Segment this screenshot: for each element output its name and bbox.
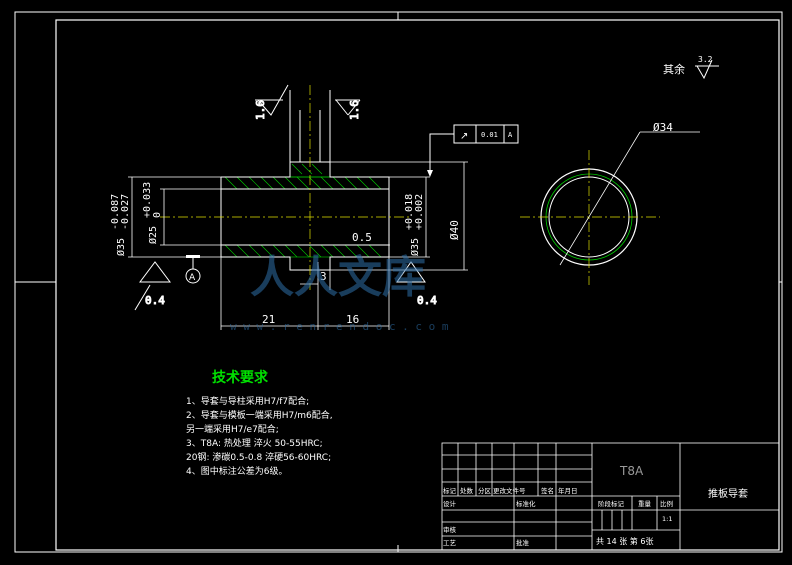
svg-text:另一端采用H7/e7配合;: 另一端采用H7/e7配合;: [186, 423, 279, 435]
svg-text:w w w . r e n r e n d o c . c: w w w . r e n r e n d o c . c o m: [230, 320, 449, 333]
svg-text:技术要求: 技术要求: [212, 369, 269, 386]
svg-text:↗: ↗: [460, 131, 468, 142]
svg-text:年月日: 年月日: [558, 486, 578, 495]
geometric-tolerance-frame: ↗ 0.01 A: [427, 124, 519, 177]
svg-text:签名: 签名: [541, 486, 554, 495]
roughness-symbol-top-right: 1.6: [335, 99, 362, 121]
svg-text:阶段标记: 阶段标记: [598, 499, 625, 508]
svg-text:20钢: 渗碳0.5-0.8 淬硬56-60HRC;: 20钢: 渗碳0.5-0.8 淬硬56-60HRC;: [186, 451, 331, 463]
svg-text:Ø25: Ø25: [147, 226, 159, 244]
datum-a-marker: A: [185, 255, 201, 284]
svg-text:T8A: T8A: [619, 464, 644, 478]
svg-text:16: 16: [346, 313, 359, 326]
roughness-symbol-right-base: 0.4: [396, 261, 438, 308]
svg-text:A: A: [508, 131, 513, 139]
svg-text:3、T8A: 热处理 淬火 50-55HRC;: 3、T8A: 热处理 淬火 50-55HRC;: [186, 437, 323, 449]
end-view: [520, 131, 700, 285]
svg-text:+0.002: +0.002: [414, 194, 425, 230]
svg-text:1.6: 1.6: [254, 100, 267, 120]
svg-text:0.4: 0.4: [417, 294, 437, 307]
svg-text:重量: 重量: [638, 500, 652, 508]
svg-text:批准: 批准: [516, 538, 530, 547]
svg-text:0.5: 0.5: [352, 231, 372, 244]
svg-text:处数: 处数: [460, 486, 474, 495]
svg-text:3.2: 3.2: [698, 55, 713, 64]
svg-text:-0.027: -0.027: [120, 194, 131, 230]
svg-text:2、导套与模板一端采用H7/m6配合,: 2、导套与模板一端采用H7/m6配合,: [186, 409, 333, 421]
svg-text:设计: 设计: [443, 499, 457, 508]
svg-text:Ø40: Ø40: [448, 220, 461, 240]
svg-text:+0.033: +0.033: [142, 182, 153, 218]
svg-text:0: 0: [152, 212, 163, 218]
svg-text:标准化: 标准化: [516, 499, 536, 508]
svg-text:推板导套: 推板导套: [708, 487, 748, 500]
technical-requirements: 技术要求 1、导套与导柱采用H7/f7配合; 2、导套与模板一端采用H7/m6配…: [186, 369, 333, 477]
title-block-texts: T8A 推板导套 标记 处数 分区 更改文件号 签名 年月日 设计 标准化 审核…: [443, 464, 748, 547]
sheet-border: [14, 11, 783, 553]
svg-text:A: A: [189, 273, 196, 283]
svg-text:21: 21: [262, 313, 275, 326]
svg-text:分区: 分区: [478, 486, 492, 495]
watermark: 人人文库 w w w . r e n r e n d o c . c o m: [230, 252, 449, 333]
svg-text:更改文件号: 更改文件号: [493, 486, 526, 495]
svg-text:标记: 标记: [443, 486, 457, 495]
svg-text:审核: 审核: [443, 525, 457, 534]
svg-text:-0.087: -0.087: [110, 194, 121, 230]
svg-text:Ø35: Ø35: [409, 238, 421, 256]
dimension-lines: [128, 161, 468, 330]
title-block: [441, 442, 780, 551]
svg-text:1、导套与导柱采用H7/f7配合;: 1、导套与导柱采用H7/f7配合;: [186, 395, 309, 407]
svg-text:1:1: 1:1: [662, 515, 672, 523]
svg-text:+0.018: +0.018: [404, 194, 415, 230]
svg-text:Ø34: Ø34: [653, 121, 673, 134]
svg-text:比例: 比例: [660, 499, 673, 508]
svg-text:人人文库: 人人文库: [250, 252, 426, 303]
roughness-symbol-left-base: 0.4: [134, 261, 171, 311]
svg-text:0.01: 0.01: [481, 131, 498, 139]
roughness-symbol-top-left: 1.6: [254, 84, 289, 121]
svg-text:3: 3: [320, 270, 327, 283]
svg-text:共 14 张 第 6张: 共 14 张 第 6张: [596, 536, 653, 546]
svg-text:1.6: 1.6: [348, 100, 361, 120]
svg-text:0.4: 0.4: [145, 294, 165, 307]
svg-text:Ø35: Ø35: [115, 238, 127, 256]
dimension-texts: Ø35 -0.087 -0.027 Ø25 +0.033 0 Ø35 +0.01…: [110, 121, 673, 326]
svg-text:4、图中标注公差为6级。: 4、图中标注公差为6级。: [186, 465, 287, 477]
svg-text:工艺: 工艺: [443, 539, 457, 547]
svg-text:其余: 其余: [663, 62, 685, 76]
general-roughness-note: 其余 3.2: [663, 55, 719, 80]
